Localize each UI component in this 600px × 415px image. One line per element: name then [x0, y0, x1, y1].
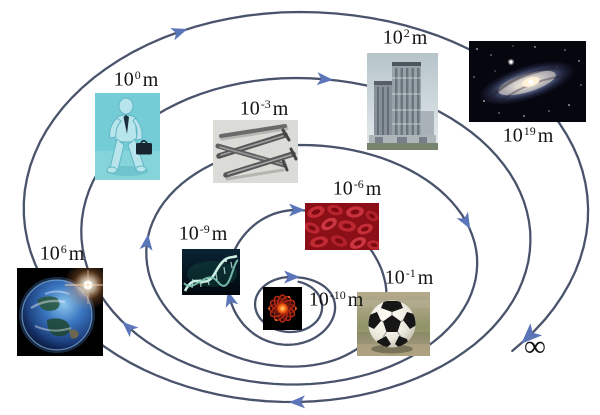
earth-image: [17, 268, 103, 356]
atom-image: [263, 287, 302, 330]
spiral-arrowhead: [289, 203, 305, 217]
galaxy-image: [469, 41, 586, 122]
skyscraper-graphic: [367, 53, 438, 150]
spiral-arrowhead: [316, 72, 334, 86]
earth-graphic: [17, 268, 103, 356]
soccer-ball-image: [357, 292, 430, 356]
businessman-image: [95, 93, 160, 180]
dna-graphic: [182, 249, 240, 295]
businessman-graphic: [95, 93, 160, 180]
nails-graphic: [213, 120, 298, 183]
spiral-arrowhead: [289, 395, 306, 409]
blood-cells-image: [305, 203, 379, 250]
infinity-symbol: ∞: [524, 330, 546, 363]
spiral-arrowhead: [139, 234, 153, 251]
nails-image: [213, 120, 298, 183]
dna-image: [182, 249, 240, 295]
galaxy-graphic: [469, 41, 586, 122]
spiral-arrowhead: [122, 321, 139, 338]
spiral-arrowhead: [284, 270, 300, 284]
atom-graphic: [263, 287, 302, 330]
spiral-arrowhead: [170, 28, 188, 41]
blood-cells-graphic: [305, 203, 379, 250]
spiral-arrowhead: [521, 323, 543, 344]
spiral-arrowhead: [456, 211, 471, 229]
soccer-ball-graphic: [357, 292, 430, 356]
spiral-path: [22, 10, 590, 404]
skyscraper-image: [367, 53, 438, 150]
